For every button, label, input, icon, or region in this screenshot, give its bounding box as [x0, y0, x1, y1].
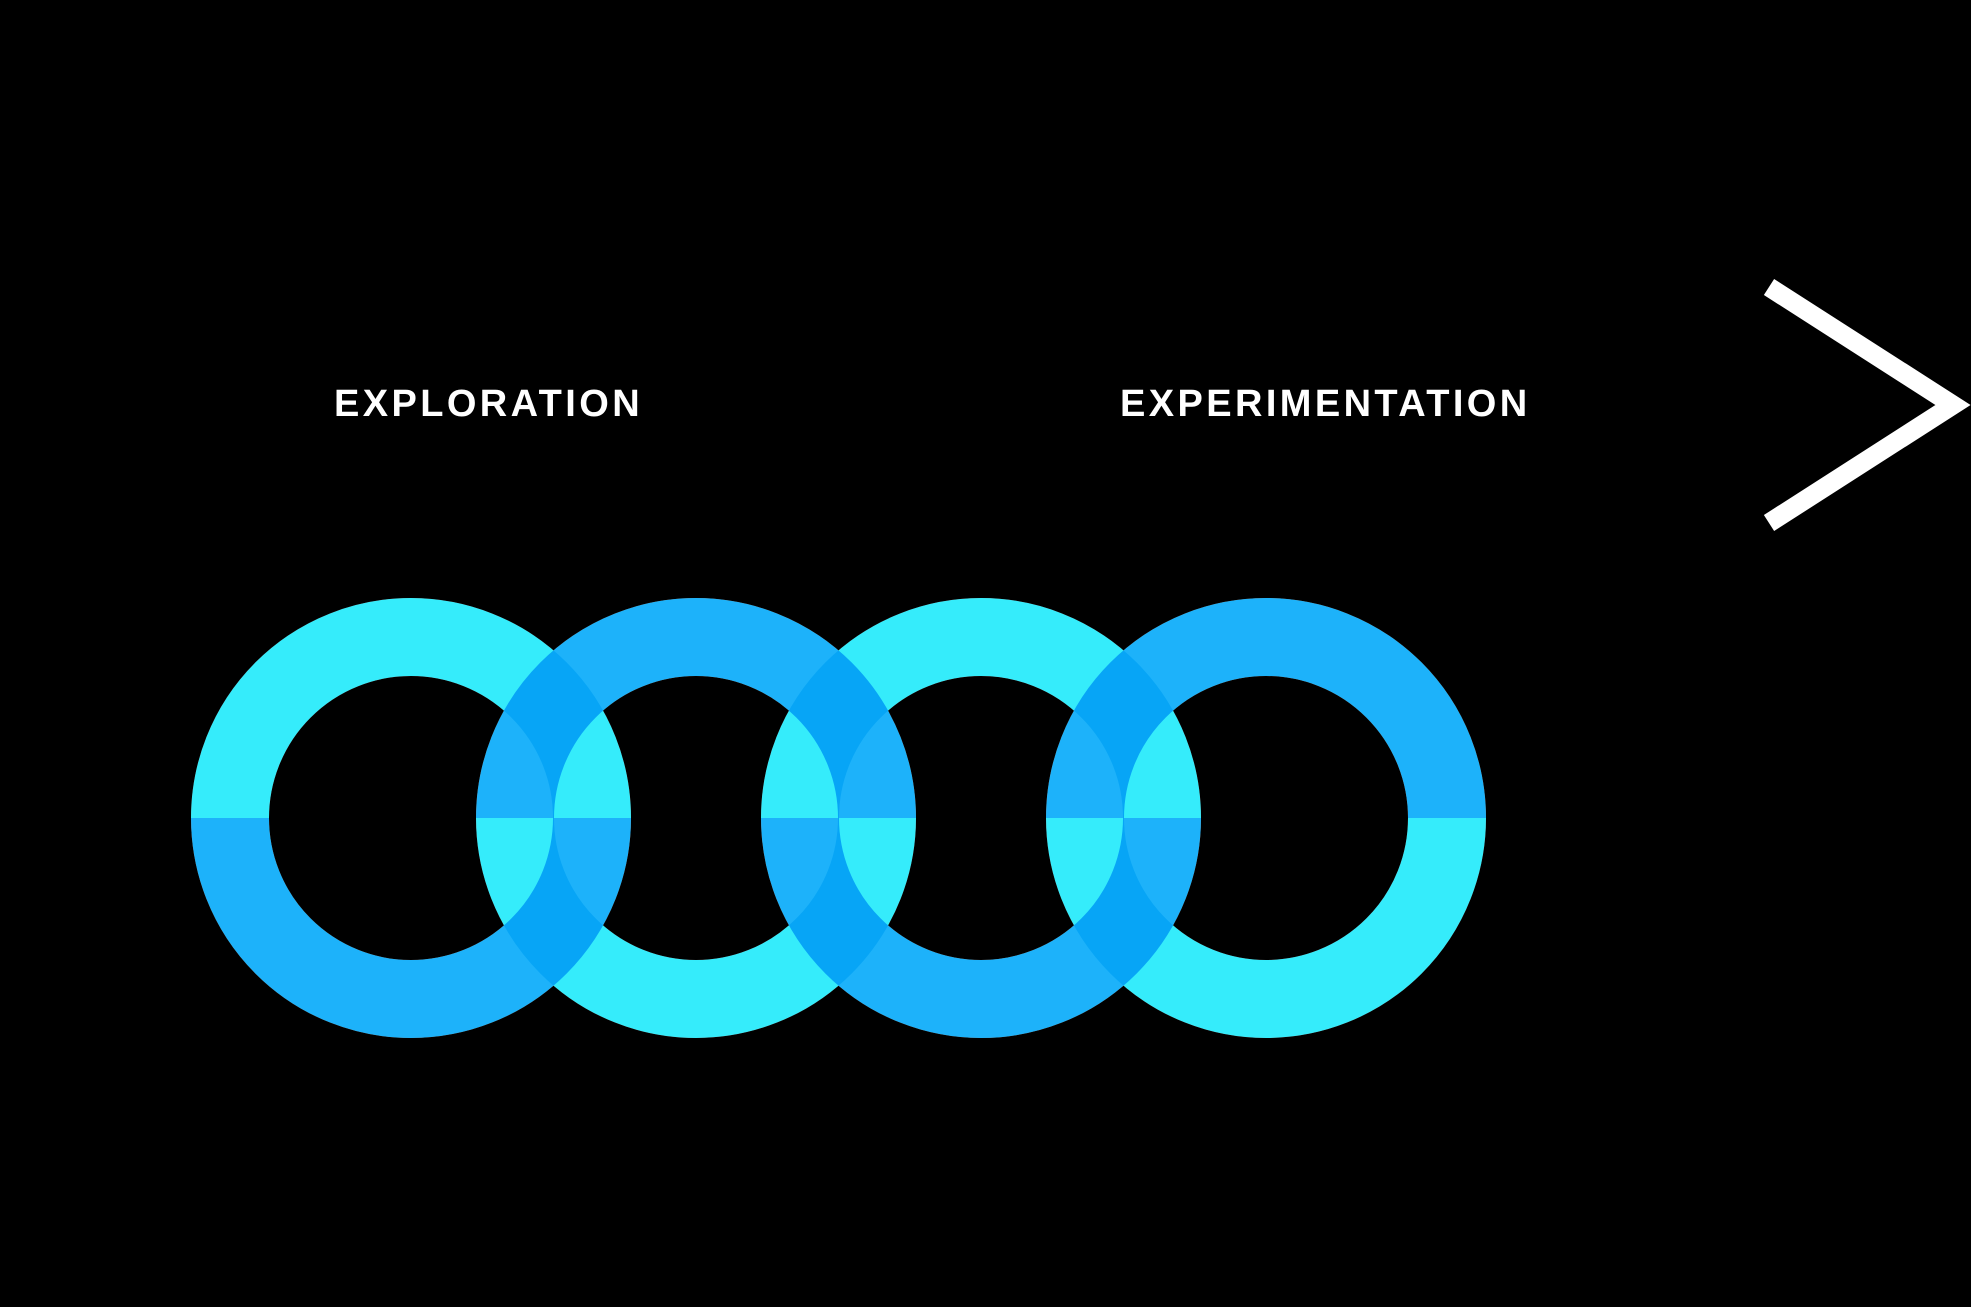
ring-4 [1046, 598, 1486, 1038]
ring-1-top-arc [191, 598, 631, 818]
chevron-right-path [1763, 279, 1971, 531]
chevron-right-icon [1763, 279, 1971, 531]
ring-4-bottom-arc [1046, 818, 1486, 1038]
ring-3 [761, 598, 1201, 1038]
ring-2-top-arc [476, 598, 916, 818]
ring-4-top-arc [1046, 598, 1486, 818]
ring-2-bottom-arc [476, 818, 916, 1038]
phase-label-exploration: EXPLORATION [334, 383, 644, 425]
ring-3-bottom-arc [761, 818, 1201, 1038]
ring-1-bottom-arc [191, 818, 631, 1038]
ring-2 [476, 598, 916, 1038]
chevron-right-icon-wrap [1760, 276, 1971, 541]
phase-label-experimentation: EXPERIMENTATION [1120, 383, 1531, 425]
ring-1 [191, 598, 631, 1038]
rings-group [191, 598, 1486, 1038]
ring-3-top-arc [761, 598, 1201, 818]
